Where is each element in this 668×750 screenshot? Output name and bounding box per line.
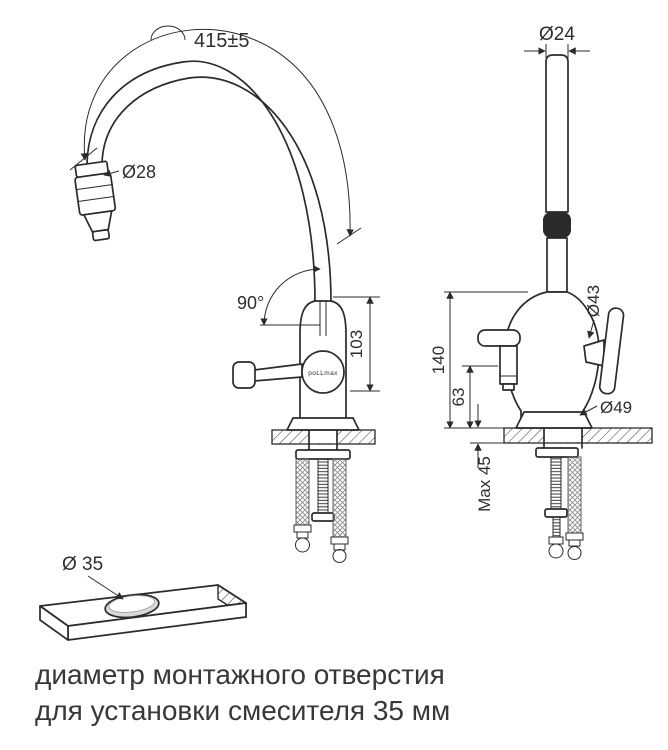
dimension-spout-height: 103 [333, 296, 380, 392]
arc-length-label: 415±5 [194, 30, 249, 52]
swivel-angle-label: 90° [237, 293, 264, 313]
hole-diameter-label: Ø 35 [62, 554, 103, 575]
dimension-top-diameter: Ø24 [524, 24, 590, 58]
arc-symbol-icon [150, 25, 186, 41]
caption-line-1: диаметр монтажного отверстия [35, 659, 445, 690]
dimension-max-thickness: Max 45 [470, 404, 504, 512]
dimension-base-diameter: Ø49 [579, 398, 632, 417]
dimension-body-diameter: Ø43 [584, 285, 603, 339]
top-diameter-label: Ø24 [539, 24, 575, 45]
caption-line-2: для установки смесителя 35 мм [35, 695, 450, 726]
mounting-hole [104, 593, 160, 619]
brand-label: poLLmax [308, 370, 338, 377]
handle-lever [232, 361, 303, 389]
countertop-detail: Ø 35 [39, 554, 247, 641]
spout-height-label: 103 [347, 330, 366, 358]
side-outlet [477, 329, 521, 391]
side-handle [583, 307, 625, 395]
dimension-spray-diameter: Ø28 [103, 162, 156, 182]
under-counter-front [293, 449, 351, 563]
top-pipe [545, 54, 569, 213]
total-height-label: 140 [429, 346, 448, 374]
dimension-heights: 140 63 [429, 291, 528, 429]
max-thickness-label: Max 45 [475, 456, 494, 512]
cartridge-cap [301, 350, 345, 394]
under-counter-side [535, 447, 584, 560]
countertop-section-side [503, 427, 653, 449]
dimension-swivel-angle: 90° [237, 265, 321, 326]
base-flange-front [286, 417, 360, 431]
slab-left-face [39, 605, 69, 641]
base-diameter-label: Ø49 [600, 398, 632, 417]
countertop-section-front [271, 429, 376, 451]
gooseneck-spout [86, 60, 332, 304]
front-view: poLLmax 415±5 [69, 25, 380, 563]
dimension-arc-length: 415±5 [69, 25, 362, 245]
body-diameter-label: Ø43 [584, 285, 603, 317]
hose-collar [543, 212, 571, 238]
side-view: Ø24 Ø43 140 63 Ø49 [429, 24, 653, 560]
caption: диаметр монтажного отверстия для установ… [35, 659, 450, 726]
spray-diameter-label: Ø28 [122, 162, 156, 182]
dimension-hole-diameter: Ø 35 [62, 554, 124, 600]
outlet-height-label: 63 [449, 388, 468, 407]
lower-tube [546, 237, 568, 293]
